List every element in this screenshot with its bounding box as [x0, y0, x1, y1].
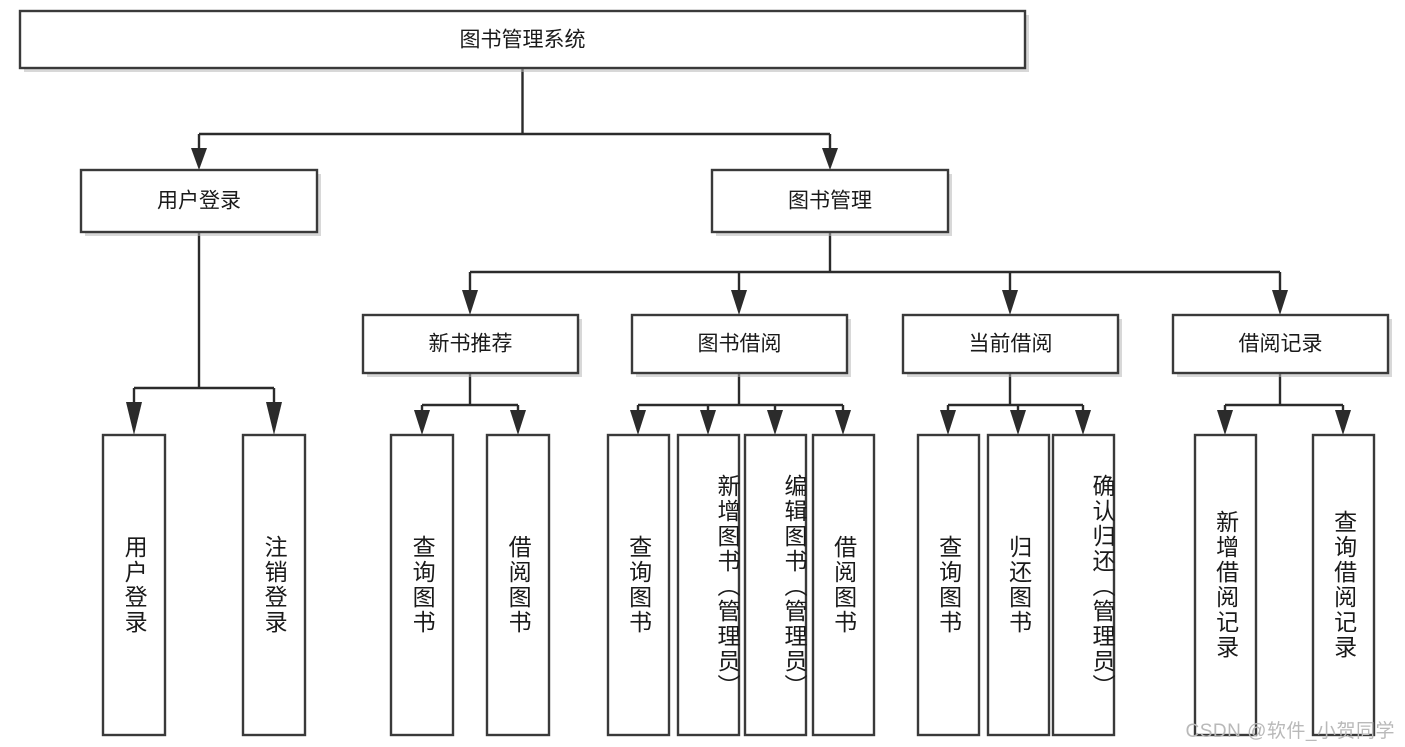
arrowhead-leaf-query-book-current: [940, 410, 956, 435]
node-current-borrow-label: 当前借阅: [969, 333, 1053, 356]
arrowhead-borrow-record: [1272, 290, 1288, 315]
arrowhead-leaf-confirm-return-admin: [1075, 410, 1091, 435]
node-borrow-record-label: 借阅记录: [1239, 333, 1323, 356]
node-book-borrow[interactable]: [630, 313, 849, 375]
node-book-manage-label: 图书管理: [788, 190, 872, 213]
node-user-login-label: 用户登录: [157, 190, 241, 213]
arrowhead-leaf-user-logout: [266, 402, 282, 435]
arrowhead-leaf-edit-book-admin: [767, 410, 783, 435]
node-leaf-borrow-book-rec[interactable]: [485, 433, 551, 737]
node-leaf-query-book-borrow[interactable]: [606, 433, 671, 737]
arrowhead-leaf-return-book: [1010, 410, 1026, 435]
node-current-borrow[interactable]: [901, 313, 1120, 375]
arrowhead-leaf-borrow-book: [835, 410, 851, 435]
arrowhead-leaf-add-book-admin: [700, 410, 716, 435]
csdn-watermark: CSDN @软件_小贺同学: [1185, 721, 1395, 742]
node-leaf-query-book-current[interactable]: [916, 433, 981, 737]
node-root-label: 图书管理系统: [460, 29, 586, 52]
arrowhead-leaf-add-borrow-record: [1217, 410, 1233, 435]
node-book-manage[interactable]: [710, 168, 950, 234]
node-leaf-add-book-admin[interactable]: [676, 433, 741, 737]
arrowhead-leaf-query-borrow-record: [1335, 410, 1351, 435]
node-user-login[interactable]: [79, 168, 319, 234]
node-leaf-query-borrow-record[interactable]: [1311, 433, 1376, 737]
node-root[interactable]: [18, 9, 1027, 70]
arrowhead-leaf-query-book-borrow: [630, 410, 646, 435]
arrowhead-current-borrow: [1002, 290, 1018, 315]
node-leaf-confirm-return-admin[interactable]: [1051, 433, 1116, 737]
arrowhead-leaf-query-book-rec: [414, 410, 430, 435]
node-book-borrow-label: 图书借阅: [698, 333, 782, 356]
connector-layer: [126, 68, 1351, 435]
node-new-book-recommend[interactable]: [361, 313, 580, 375]
arrowhead-book-manage: [822, 148, 838, 170]
node-leaf-query-book-rec[interactable]: [389, 433, 455, 737]
node-leaf-add-borrow-record[interactable]: [1193, 433, 1258, 737]
node-leaf-borrow-book[interactable]: [811, 433, 876, 737]
node-leaf-return-book[interactable]: [986, 433, 1051, 737]
arrowhead-user-login: [191, 148, 207, 170]
node-layer: 图书管理系统 用户登录 图书管理 新书推荐 图书借阅 当前借阅 借阅记录: [18, 9, 1392, 737]
arrowhead-leaf-user-login: [126, 402, 142, 435]
node-leaf-user-login[interactable]: [101, 433, 167, 737]
node-new-book-recommend-label: 新书推荐: [429, 333, 513, 356]
arrowhead-new-book-recommend: [462, 290, 478, 315]
arrowhead-book-borrow: [731, 290, 747, 315]
node-leaf-user-logout[interactable]: [241, 433, 307, 737]
node-borrow-record[interactable]: [1171, 313, 1390, 375]
arrowhead-leaf-borrow-book-rec: [510, 410, 526, 435]
node-leaf-edit-book-admin[interactable]: [743, 433, 808, 737]
